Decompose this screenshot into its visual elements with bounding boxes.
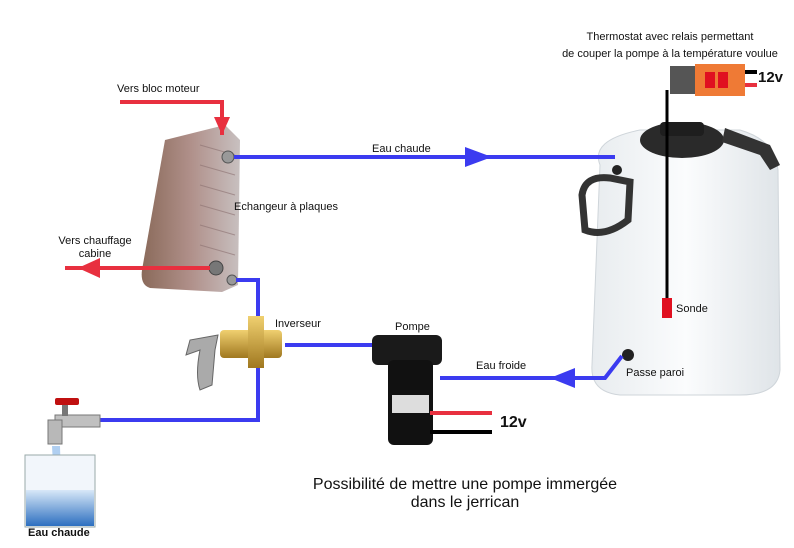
sonde-label: Sonde [676, 303, 708, 315]
thermostat [662, 64, 757, 318]
vers-chauffage-label-line2: cabine [78, 248, 112, 260]
heat-exchanger [141, 125, 240, 292]
note-line2: dans le jerrican [410, 494, 520, 511]
vers-chauffage-label-line1: Vers chauffage [58, 235, 132, 247]
passe-paroi-fitting [622, 349, 634, 361]
pump-voltage: 12v [500, 414, 527, 431]
thermostat-label-line1: Thermostat avec relais permettant [586, 31, 754, 43]
passe-paroi-label: Passe paroi [626, 367, 685, 379]
eau-froide-label: Eau froide [476, 360, 527, 372]
sonde-probe [662, 298, 672, 318]
pump [372, 335, 492, 445]
thermostat-label-line2: de couper la pompe à la température voul… [562, 48, 778, 60]
inverseur-valve [185, 316, 282, 391]
eau-chaude-pipe-label: Eau chaude [372, 143, 431, 155]
thermostat-voltage: 12v [758, 69, 784, 86]
eau-chaude-glass-label: Eau chaude [28, 527, 90, 539]
note-line1: Possibilité de mettre une pompe immergée [312, 476, 618, 493]
inverseur-label: Inverseur [275, 318, 321, 330]
pompe-label: Pompe [395, 321, 430, 333]
echangeur-label: Echangeur à plaques [234, 201, 338, 213]
arrow-down-icon [214, 117, 230, 135]
water-glass [24, 454, 96, 528]
vers-bloc-moteur-label: Vers bloc moteur [117, 83, 200, 95]
arrow-left-icon [78, 258, 100, 278]
arrow-right-icon [465, 147, 492, 167]
arrow-left-icon [550, 368, 575, 388]
jerrican [578, 122, 781, 396]
